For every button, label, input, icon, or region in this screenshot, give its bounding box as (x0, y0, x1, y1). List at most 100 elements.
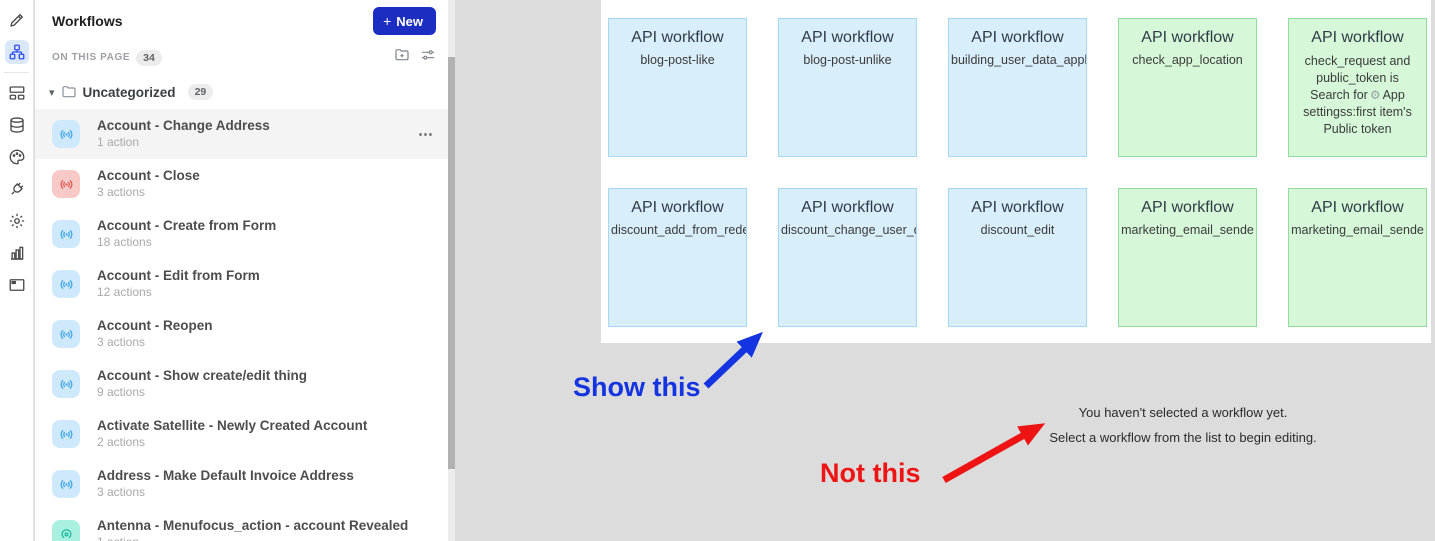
card-subtitle: marketing_email_sende (1291, 223, 1424, 237)
card-subtitle: blog-post-like (640, 53, 715, 67)
scrollbar-thumb[interactable] (448, 57, 455, 469)
workflow-name: Account - Edit from Form (97, 267, 260, 283)
plug-icon[interactable] (5, 177, 29, 201)
card-subtitle: check_app_location (1132, 53, 1243, 67)
card-title: API workflow (971, 199, 1064, 216)
folder-name: Uncategorized (82, 84, 176, 100)
bar-chart-icon[interactable] (5, 241, 29, 265)
workflow-name: Account - Create from Form (97, 217, 277, 233)
api-workflow-card[interactable]: API workflow discount_add_from_rede (608, 188, 747, 327)
workflow-meta: 18 actions (97, 234, 152, 249)
workflow-canvas: API workflow blog-post-like API workflow… (601, 0, 1431, 343)
workflow-list-item[interactable]: Antenna - Menufocus_action - account Rev… (35, 509, 448, 541)
spiral-target-icon (52, 520, 80, 541)
workflow-meta: 3 actions (97, 184, 146, 199)
api-workflow-card[interactable]: API workflow blog-post-like (608, 18, 747, 157)
api-workflow-card[interactable]: API workflow marketing_email_sende (1118, 188, 1257, 327)
api-workflow-card[interactable]: API workflow building_user_data_appl (948, 18, 1087, 157)
broadcast-icon (52, 420, 80, 448)
workflow-name: Address - Make Default Invoice Address (97, 467, 354, 483)
card-subtitle: discount_change_user_d (781, 223, 917, 237)
card-title: API workflow (801, 29, 894, 46)
card-title: API workflow (1311, 29, 1404, 46)
database-icon[interactable] (5, 113, 29, 137)
card-title: API workflow (631, 29, 724, 46)
workflows-panel: Workflows New ON THIS PAGE 34 Uncategori… (35, 0, 448, 541)
layout-icon[interactable] (5, 273, 29, 297)
workflow-meta: 2 actions (97, 434, 146, 449)
card-subtitle: building_user_data_appl (951, 53, 1087, 67)
api-workflow-card[interactable]: API workflow discount_edit (948, 188, 1087, 327)
api-workflow-card[interactable]: API workflow blog-post-unlike (778, 18, 917, 157)
card-subtitle: check_request and public_token is Search… (1291, 53, 1424, 137)
card-title: API workflow (631, 199, 724, 216)
components-icon[interactable] (5, 81, 29, 105)
on-this-page-count-badge: 34 (136, 49, 162, 66)
card-subtitle: discount_add_from_rede (611, 223, 747, 237)
annotation-not-this: Not this (820, 458, 921, 488)
plus-icon (383, 13, 391, 29)
broadcast-icon (52, 320, 80, 348)
caret-down-icon[interactable] (49, 83, 55, 101)
workflow-name: Account - Close (97, 167, 200, 183)
workflow-meta: 9 actions (97, 384, 146, 399)
card-title: API workflow (801, 199, 894, 216)
api-workflow-card[interactable]: API workflow check_request and public_to… (1288, 18, 1427, 157)
card-subtitle: blog-post-unlike (803, 53, 892, 67)
folder-count-badge: 29 (187, 84, 214, 100)
rail-divider (4, 72, 29, 73)
row-menu-icon[interactable] (418, 125, 434, 143)
workflow-name: Activate Satellite - Newly Created Accou… (97, 417, 368, 433)
filter-sliders-icon[interactable] (420, 47, 436, 68)
gear-icon[interactable] (5, 209, 29, 233)
api-workflow-card[interactable]: API workflow discount_change_user_d (778, 188, 917, 327)
broadcast-icon (52, 170, 80, 198)
broadcast-icon (52, 270, 80, 298)
workflow-meta: 1 action (97, 134, 140, 149)
broadcast-icon (52, 120, 80, 148)
pencil-icon[interactable] (5, 8, 29, 32)
icon-rail (0, 0, 34, 541)
blue-arrow (703, 331, 763, 389)
workflow-list-item[interactable]: Activate Satellite - Newly Created Accou… (35, 409, 448, 459)
card-title: API workflow (1141, 29, 1234, 46)
card-title: API workflow (1141, 199, 1234, 216)
broadcast-icon (52, 220, 80, 248)
broadcast-icon (52, 370, 80, 398)
annotation-show-this: Show this (573, 372, 701, 402)
gear-icon (1368, 88, 1383, 102)
card-subtitle: marketing_email_sende (1121, 223, 1254, 237)
empty-state-line2: Select a workflow from the list to begin… (1049, 430, 1317, 445)
card-subtitle: discount_edit (980, 223, 1055, 237)
card-title: API workflow (971, 29, 1064, 46)
sidebar-scrollbar[interactable] (448, 0, 455, 541)
palette-icon[interactable] (5, 145, 29, 169)
empty-state-line1: You haven't selected a workflow yet. (1078, 405, 1288, 420)
workflow-name: Account - Show create/edit thing (97, 367, 308, 383)
card-title: API workflow (1311, 199, 1404, 216)
folder-icon (61, 86, 76, 98)
new-folder-icon[interactable] (394, 47, 410, 68)
workflow-name: Antenna - Menufocus_action - account Rev… (97, 517, 409, 533)
new-workflow-button[interactable]: New (373, 7, 436, 35)
workflow-name: Account - Change Address (97, 117, 270, 133)
page-title: Workflows (52, 13, 123, 29)
broadcast-icon (52, 470, 80, 498)
workflow-meta: 3 actions (97, 484, 146, 499)
api-workflow-card[interactable]: API workflow check_app_location (1118, 18, 1257, 157)
workflow-meta: 12 actions (97, 284, 152, 299)
workflow-meta: 3 actions (97, 334, 146, 349)
on-this-page-label: ON THIS PAGE (52, 52, 131, 63)
api-workflow-card[interactable]: API workflow marketing_email_sende (1288, 188, 1427, 327)
folder-group-uncategorized[interactable]: Uncategorized 29 (35, 74, 448, 109)
workflow-meta: 1 action (97, 535, 408, 541)
workflow-name: Account - Reopen (97, 317, 213, 333)
workflow-sitemap-icon[interactable] (4, 40, 29, 64)
